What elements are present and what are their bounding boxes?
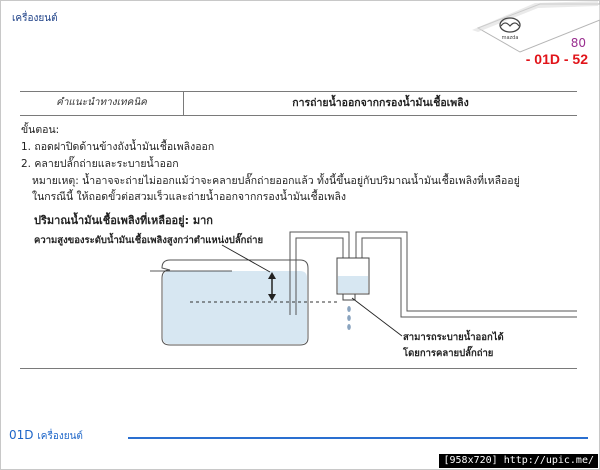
drain-label-line-2: โดยการคลายปลั๊กถ่าย [403, 348, 494, 359]
table-header-left: คำแนะนำทางเทคนิค [20, 92, 184, 115]
procedure-note-line-1: หมายเหตุ: น้ำอาจจะถ่ายไม่ออกแม้ว่าจะคลาย… [32, 175, 520, 187]
procedure-note-line-2: ในกรณีนี้ ให้ถอดขั้วต่อสวมเร็วและถ่ายน้ำ… [32, 191, 347, 203]
fuel-tank [161, 259, 309, 346]
procedure-step-1: 1. ถอดฝาปิดด้านข้างถังน้ำมันเชื้อเพลิงออ… [21, 141, 215, 153]
mazda-logo: mazda [472, 1, 600, 53]
drain-label-line-1: สามารถระบายน้ำออกได้ [403, 332, 504, 343]
height-arrow [268, 272, 276, 301]
logo-wordmark: mazda [502, 35, 519, 41]
footer-section-name: เครื่องยนต์ [37, 431, 83, 442]
content-table: คำแนะนำทางเทคนิค การถ่ายน้ำออกจากกรองน้ำ… [20, 91, 577, 369]
footer-section-code: 01D [9, 428, 34, 442]
procedure-heading: ขั้นตอน: [21, 124, 60, 136]
mazda-emblem-icon [499, 17, 521, 33]
diagram-title: ปริมาณน้ำมันเชื้อเพลิงที่เหลืออยู่: มาก [34, 214, 213, 227]
fuel-filter [336, 257, 370, 301]
watermark: [958x720] http://upic.me/ [439, 454, 598, 468]
footer-rule [128, 437, 588, 439]
drain-drips-icon [347, 306, 351, 330]
level-leader [221, 244, 271, 273]
fuel-pipe [289, 231, 577, 318]
drain-leader [351, 297, 403, 337]
page-number: 80 [570, 36, 586, 50]
page-code: - 01D - 52 [525, 51, 588, 67]
header-title: เครื่องยนต์ [12, 13, 58, 24]
table-header-row: คำแนะนำทางเทคนิค การถ่ายน้ำออกจากกรองน้ำ… [20, 92, 577, 116]
procedure-step-2: 2. คลายปลั๊กถ่ายและระบายน้ำออก [21, 158, 179, 170]
level-label: ความสูงของระดับน้ำมันเชื้อเพลิงสูงกว่าตำ… [34, 235, 264, 246]
table-header-right: การถ่ายน้ำออกจากกรองน้ำมันเชื้อเพลิง [292, 97, 469, 109]
footer-section: 01D เครื่องยนต์ [9, 428, 83, 444]
